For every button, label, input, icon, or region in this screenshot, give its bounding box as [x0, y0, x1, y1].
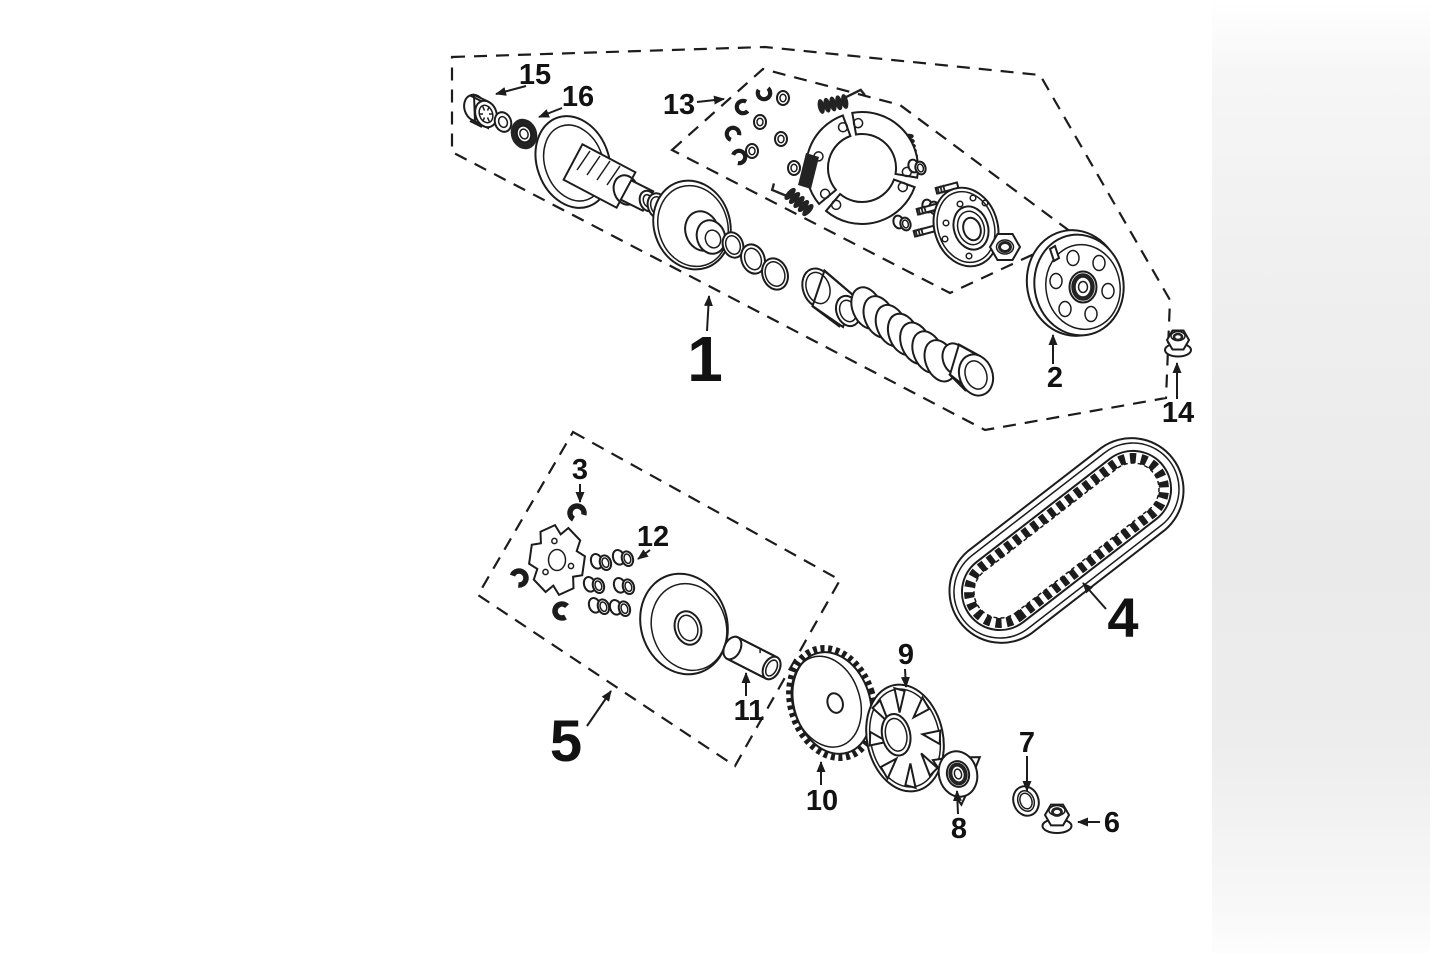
callout-16-label: 16 [562, 81, 594, 113]
group-5-outline [476, 430, 842, 768]
callout-1: 1 [687, 295, 723, 395]
callout-10-label: 10 [806, 785, 838, 817]
clutch-shoe-set [798, 111, 919, 225]
callout-7-label: 7 [1019, 727, 1035, 759]
clutch-drive-plate [932, 186, 1000, 268]
sliding-sleeve [801, 267, 862, 329]
roller-weights [582, 549, 636, 617]
callout-9-label: 9 [898, 639, 914, 671]
e-clips [724, 84, 773, 166]
callout-9: 9 [898, 639, 914, 688]
callout-2: 2 [1047, 334, 1063, 394]
spacer-bushing-11 [722, 635, 782, 681]
driven-pulley-half [652, 179, 732, 271]
callout-7: 7 [1019, 727, 1035, 792]
clutch-washers [745, 90, 801, 176]
callout-13: 13 [663, 89, 725, 121]
group-outlines [450, 45, 1172, 768]
shim-rings [721, 231, 789, 291]
callout-14-label: 14 [1162, 397, 1194, 429]
spring-seat-cup [941, 342, 995, 397]
callout-1-label: 1 [687, 323, 723, 395]
callout-12: 12 [637, 521, 669, 560]
group-1-outline [450, 45, 1172, 432]
callout-6-label: 6 [1104, 807, 1120, 839]
callout-12-label: 12 [637, 521, 669, 553]
clutch-nut [988, 233, 1022, 261]
callout-16: 16 [538, 81, 594, 118]
callout-14: 14 [1162, 362, 1194, 429]
callout-8: 8 [951, 790, 967, 845]
callout-8-label: 8 [951, 813, 967, 845]
lock-nut-14 [1164, 329, 1192, 358]
callout-5: 5 [550, 690, 612, 774]
oil-seal-16 [510, 118, 538, 150]
callout-5-label: 5 [550, 709, 582, 774]
callout-15: 15 [495, 59, 551, 96]
callout-6: 6 [1077, 807, 1120, 839]
clutch-bell [1025, 229, 1125, 337]
callouts: 1 2 3 4 5 6 7 8 [495, 59, 1194, 845]
callout-3: 3 [572, 454, 588, 503]
ramp-plate [528, 523, 586, 597]
flange-nut-6 [1041, 803, 1073, 834]
variator-fan-half [865, 683, 945, 793]
callout-15-label: 15 [519, 59, 551, 91]
callout-4: 4 [1082, 582, 1139, 649]
drive-hub-flange [534, 115, 658, 213]
ramp-guide-clips [509, 503, 587, 621]
washer-7 [1012, 785, 1040, 817]
callout-11: 11 [734, 672, 765, 727]
callout-3-label: 3 [572, 454, 588, 486]
variator-rear-half [639, 572, 729, 676]
group-13-outline [670, 67, 1078, 295]
washer-small [493, 111, 513, 133]
needle-bearing-15 [463, 93, 498, 130]
callout-4-label: 4 [1107, 586, 1138, 649]
right-shade-panel [1212, 0, 1430, 953]
callout-10: 10 [806, 761, 838, 817]
callout-2-label: 2 [1047, 362, 1063, 394]
callout-11-label: 11 [734, 695, 765, 727]
drive-belt [948, 437, 1185, 644]
chain-sprocket [786, 645, 878, 761]
callout-13-label: 13 [663, 89, 695, 121]
compression-spring [850, 286, 957, 383]
